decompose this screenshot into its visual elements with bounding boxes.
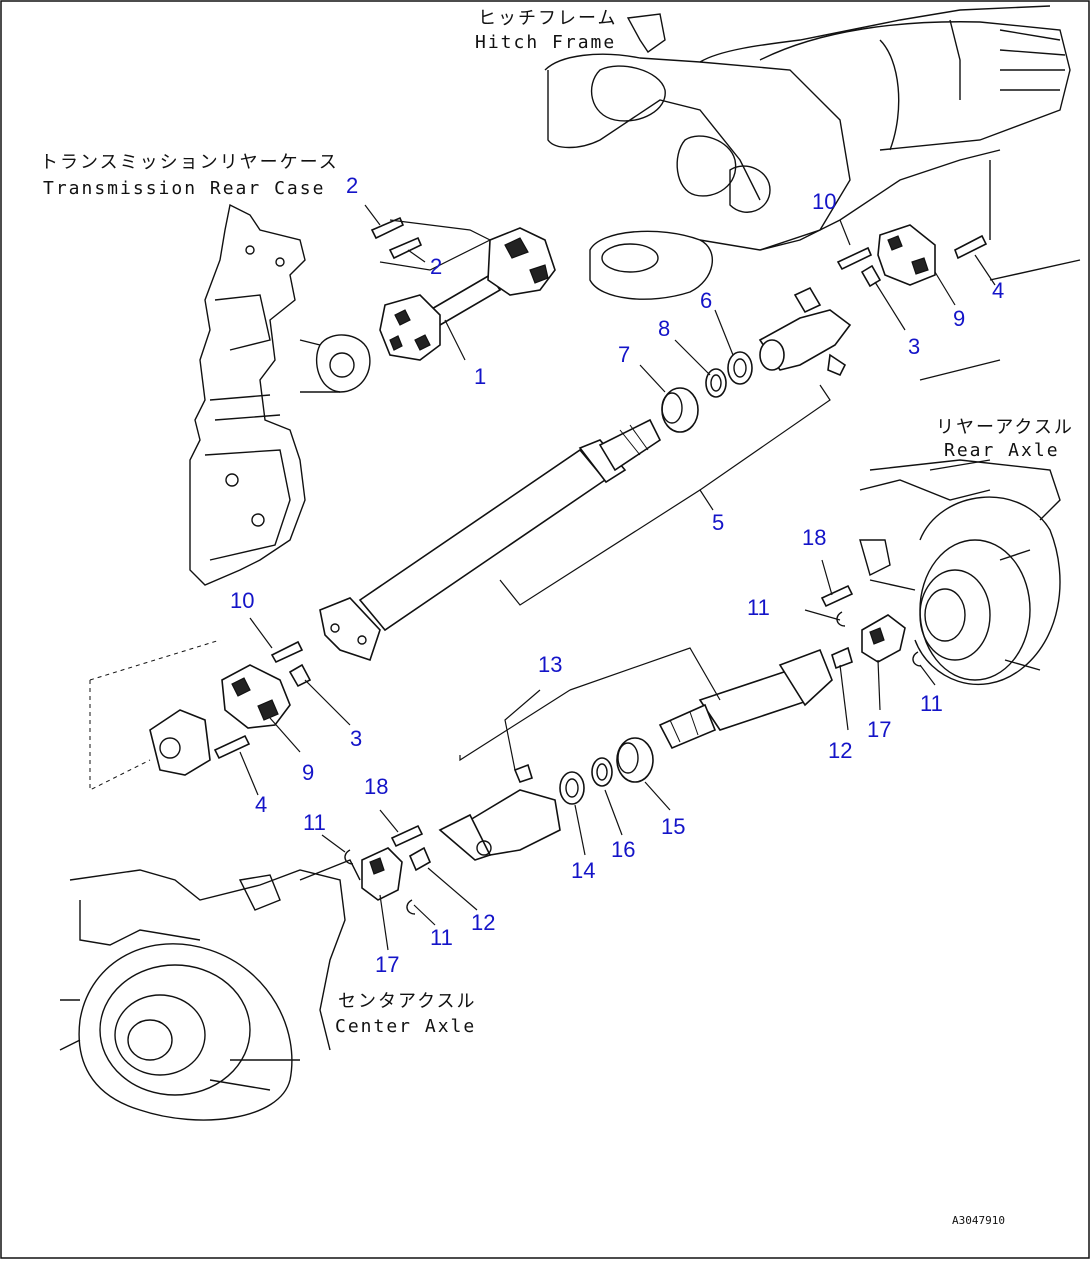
flange-left xyxy=(149,709,211,776)
callout-18-left: 18 xyxy=(364,774,388,799)
callout-4-left: 4 xyxy=(255,792,267,817)
part-17-spider-right xyxy=(861,614,906,663)
callout-8: 8 xyxy=(658,316,670,341)
part-2-bolts xyxy=(370,216,423,260)
part-17-spider-left xyxy=(361,847,403,901)
yoke-lower xyxy=(438,763,561,861)
part-3-washer-left xyxy=(288,663,312,688)
transmission-rear-case-drawing xyxy=(189,203,371,586)
callout-9-left: 9 xyxy=(302,760,314,785)
callout-10-right: 10 xyxy=(812,189,836,214)
callout-15: 15 xyxy=(661,814,685,839)
callout-3-left: 3 xyxy=(350,726,362,751)
callout-16: 16 xyxy=(611,837,635,862)
yoke-upper xyxy=(758,286,852,377)
part-6-ring xyxy=(727,351,753,385)
leader-lines xyxy=(89,204,1001,951)
part-12-fittings xyxy=(408,646,853,872)
transmission-label-en: Transmission Rear Case xyxy=(43,178,325,199)
callout-11-left-lower: 11 xyxy=(430,925,453,950)
part-4-bolt-right xyxy=(954,234,988,260)
callout-1: 1 xyxy=(474,364,486,389)
part-9-coupling-left xyxy=(221,664,291,729)
transmission-label-jp: トランスミッションリヤーケース xyxy=(40,152,339,173)
part-10-bolt-left xyxy=(270,640,304,664)
callout-12-right: 12 xyxy=(828,738,852,763)
part-3-washer-right xyxy=(860,264,882,288)
part-9-coupling-right xyxy=(877,224,936,286)
part-14-seal xyxy=(559,771,585,805)
center-axle-label-en: Center Axle xyxy=(335,1016,476,1037)
hitch-frame-label-en: Hitch Frame xyxy=(475,32,616,53)
rear-axle-label-jp: リヤーアクスル xyxy=(936,417,1074,438)
part-4-bolt-left xyxy=(213,734,251,760)
callout-11-right-lower: 11 xyxy=(920,691,943,716)
part-5-long-shaft xyxy=(319,418,662,662)
callout-17-left: 17 xyxy=(375,952,399,977)
callout-2-lower: 2 xyxy=(430,254,442,279)
center-axle-label-jp: センタアクスル xyxy=(338,991,477,1012)
callout-9-right: 9 xyxy=(953,306,965,331)
part-15-bearing xyxy=(616,737,654,783)
part-13-lower-shaft xyxy=(658,648,833,750)
hitch-frame-label-jp: ヒッチフレーム xyxy=(478,8,617,29)
callout-7: 7 xyxy=(618,342,630,367)
callout-14: 14 xyxy=(571,858,595,883)
callout-4-right: 4 xyxy=(992,278,1004,303)
callout-2-upper: 2 xyxy=(346,173,358,198)
callout-18-right: 18 xyxy=(802,525,826,550)
center-axle-drawing xyxy=(59,859,361,1121)
part-8-seal xyxy=(705,368,727,398)
hitch-frame-drawing xyxy=(544,5,1081,300)
callout-3-right: 3 xyxy=(908,334,920,359)
part-10-bolt-right xyxy=(836,246,873,271)
rear-axle-label-en: Rear Axle xyxy=(944,440,1060,461)
part-1-coupling-shaft xyxy=(379,227,556,361)
callout-6: 6 xyxy=(700,288,712,313)
callout-17-right: 17 xyxy=(867,717,891,742)
callout-13: 13 xyxy=(538,652,562,677)
callout-11-left-upper: 11 xyxy=(303,810,326,835)
part-7-bearing xyxy=(661,387,699,433)
callout-11-right-upper: 11 xyxy=(747,595,770,620)
drawing-code: A3047910 xyxy=(952,1214,1005,1227)
callout-12-left: 12 xyxy=(471,910,495,935)
part-16-ring xyxy=(591,757,613,787)
rear-axle-drawing xyxy=(859,459,1061,686)
callout-10-left: 10 xyxy=(230,588,254,613)
callout-5: 5 xyxy=(712,510,724,535)
part-18-bolts xyxy=(390,584,854,848)
part-11-clips xyxy=(344,611,922,915)
